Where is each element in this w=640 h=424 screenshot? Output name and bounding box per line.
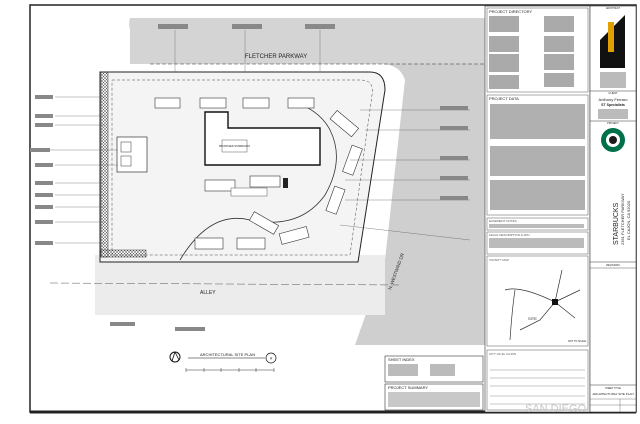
site-plan-drawing: PROPOSED STARBUCKS [30, 18, 485, 345]
car [204, 179, 236, 192]
street-label-alley: ALLEY [200, 290, 216, 296]
client-company: ST Specialists [601, 103, 625, 107]
callout-leaders [50, 30, 471, 244]
car [278, 226, 310, 245]
info-column: PROJECT DIRECTORY PROJECT DATA EASEMENT … [484, 5, 591, 415]
car [329, 109, 360, 138]
vicinity-map [486, 255, 589, 347]
project-directory-heading: PROJECT DIRECTORY [489, 9, 532, 14]
car [287, 97, 315, 109]
starbucks-logo [601, 128, 625, 152]
architect-heading: ARCHITECT [606, 7, 621, 10]
westwind-road [355, 64, 485, 345]
project-address-line1: 2351 FLETCHER PARKWAY [620, 193, 625, 245]
car [249, 175, 281, 188]
sheet-index-heading: SHEET INDEX [388, 357, 415, 362]
building-label: PROPOSED STARBUCKS [219, 144, 250, 148]
drive-thru-lane [179, 99, 337, 261]
client-name: Anthony Ferraro [599, 97, 629, 102]
drawing-number: A [270, 357, 273, 361]
sheet-title: ARCHITECTURAL SITE PLAN [592, 392, 633, 396]
callout-notes [30, 24, 468, 331]
car [248, 211, 280, 235]
project-data-heading: PROJECT DATA [489, 96, 519, 101]
sheet-index-panel: SHEET INDEX PROJECT SUMMARY [384, 355, 484, 411]
car [236, 237, 266, 250]
property-line [99, 71, 386, 263]
drawing-title: ARCHITECTURAL SITE PLAN [200, 352, 255, 357]
legal-description-heading: LEGAL DESCRIPTION & APN [489, 233, 530, 237]
title-strip: ARCHITECT CLIENT Anthony Ferraro ST Spec… [589, 5, 637, 413]
watermark: SAN DIEGO [525, 403, 587, 415]
project-heading: PROJECT [607, 122, 619, 125]
sheet-title-heading: SHEET TITLE [605, 387, 621, 390]
car [194, 237, 224, 250]
city-heading: CITY OF EL CAJON [489, 352, 516, 356]
project-address-line2: EL CAJON, CA 92020 [626, 200, 631, 240]
site-marker-icon [552, 299, 558, 305]
drawing-title-block: ARCHITECTURAL SITE PLAN A [169, 351, 277, 372]
project-name: STARBUCKS [613, 202, 620, 245]
street-label-fletcher: FLETCHER PARKWAY [245, 54, 307, 60]
car [242, 97, 270, 109]
alley-area [95, 255, 385, 315]
architect-logo [600, 15, 625, 68]
easement-notes-heading: EASEMENT NOTES [489, 219, 517, 223]
menu-board [283, 178, 288, 188]
car [325, 185, 346, 215]
car [154, 97, 181, 109]
vicinity-scale-label: NOT TO SCALE [568, 340, 587, 343]
project-summary-heading: PROJECT SUMMARY [388, 385, 428, 390]
revisions-heading: REVISIONS [606, 264, 620, 267]
scale-bar [185, 368, 275, 372]
vicinity-map-heading: VICINITY MAP [489, 258, 509, 262]
car [199, 97, 227, 109]
vicinity-site-label: SITE [528, 316, 537, 321]
parking-stalls [154, 97, 363, 250]
client-heading: CLIENT [609, 92, 618, 95]
